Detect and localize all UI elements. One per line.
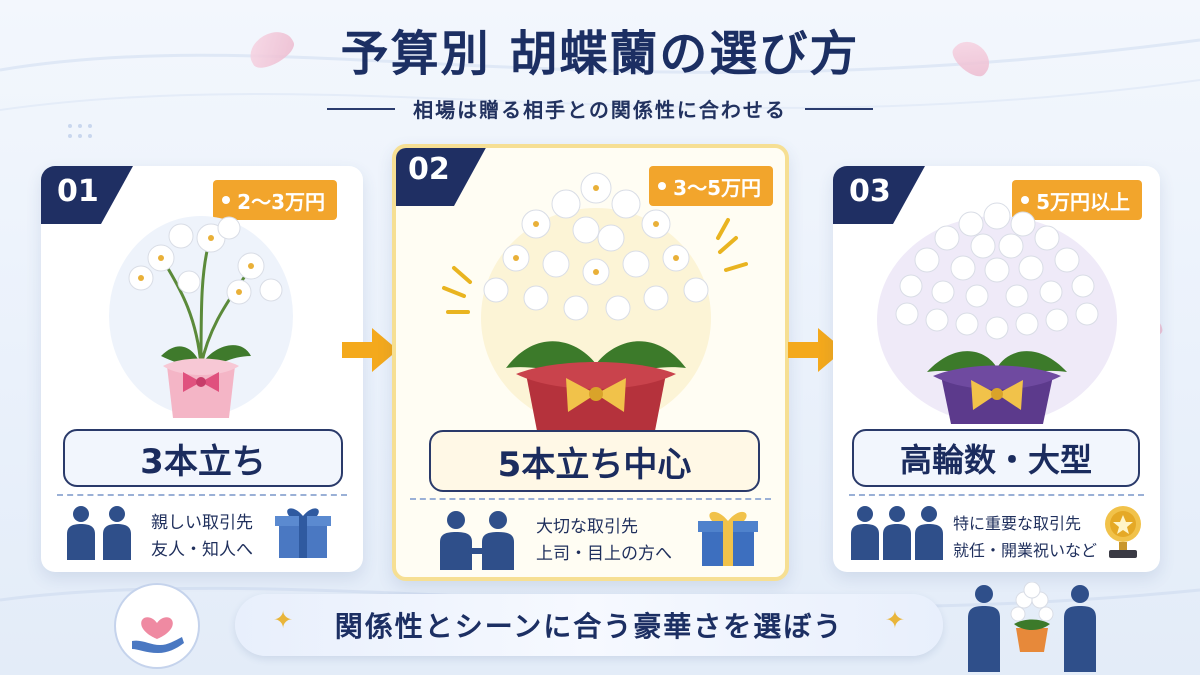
heart-hand-icon [114, 583, 200, 669]
subtitle-row: 相場は贈る相手との関係性に合わせる [0, 94, 1200, 123]
arrow-right-icon [788, 328, 844, 372]
card-number-tab: 02 [396, 148, 486, 206]
stem-count-label: 高輪数・大型 [852, 429, 1140, 487]
price-badge: 3〜5万円 [649, 166, 773, 206]
desc-line: 大切な取引先 [536, 517, 638, 537]
stem-count-label: 5本立ち中心 [429, 430, 760, 492]
business-people-icon [851, 506, 943, 560]
recipient-description: 特に重要な取引先 就任・開業祝いなど [953, 510, 1097, 564]
orchid-3-stem-icon [109, 216, 293, 418]
subtitle-rule-left [327, 107, 396, 110]
sparkle-icon: ✦ [884, 606, 905, 634]
card-number-tab: 01 [41, 166, 133, 224]
recipient-description: 大切な取引先 上司・目上の方へ [536, 514, 672, 568]
arrow-right-icon [342, 328, 398, 372]
page-title: 予算別 胡蝶蘭の選び方 [340, 26, 860, 82]
divider [849, 494, 1144, 496]
card-number-tab: 03 [833, 166, 925, 224]
desc-line: 上司・目上の方へ [536, 544, 672, 564]
option-card-1: 01 2〜3万円 3本立ち 親しい取引先 友人・知人へ [41, 166, 363, 572]
orchid-gift-icon [968, 582, 1096, 672]
business-people-icon [67, 506, 131, 560]
price-badge: 5万円以上 [1012, 180, 1142, 220]
bottom-banner: ✦ 関係性とシーンに合う豪華さを選ぼう ✦ [235, 594, 943, 656]
desc-line: 友人・知人へ [151, 540, 253, 560]
option-card-2: 02 3〜5万円 5本立ち中心 大切な取引先 [392, 144, 789, 581]
orchid-5-stem-icon [442, 172, 748, 436]
card-number: 01 [57, 174, 99, 209]
divider [410, 498, 771, 500]
desc-line: 特に重要な取引先 [953, 514, 1082, 533]
card-number: 02 [408, 152, 450, 187]
price-badge: 2〜3万円 [213, 180, 337, 220]
orchid-large-icon [877, 202, 1117, 424]
subtitle-rule-right [804, 107, 873, 110]
stem-count-label: 3本立ち [63, 429, 343, 487]
card-number: 03 [849, 174, 891, 209]
option-card-3: 03 5万円以上 高輪数・大型 特に重要な取引先 就任・開業祝いなど [833, 166, 1160, 572]
page-subtitle: 相場は贈る相手との関係性に合わせる [413, 98, 787, 122]
bottom-message: 関係性とシーンに合う豪華さを選ぼう [334, 610, 844, 643]
gift-box-icon [698, 511, 758, 566]
desc-line: 就任・開業祝いなど [953, 541, 1098, 560]
trophy-icon [1105, 506, 1141, 558]
recipient-description: 親しい取引先 友人・知人へ [151, 510, 253, 564]
sparkle-icon: ✦ [273, 606, 294, 634]
divider [57, 494, 347, 496]
gift-box-icon [275, 508, 331, 558]
business-people-icon [440, 511, 514, 570]
desc-line: 親しい取引先 [151, 513, 253, 533]
